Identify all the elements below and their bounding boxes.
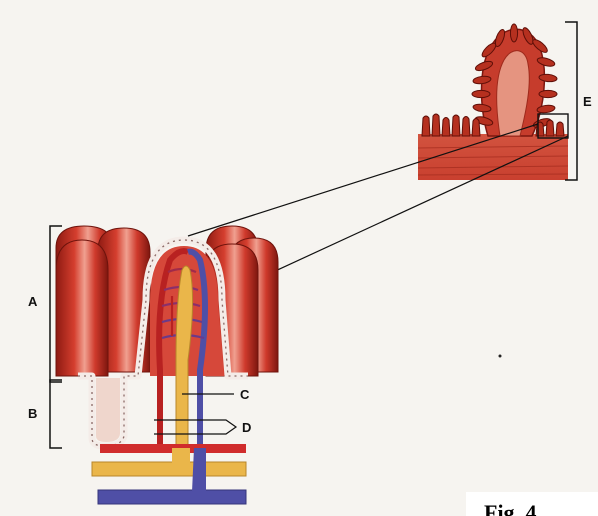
lymph-vessel xyxy=(92,462,246,476)
crypt-lumen xyxy=(96,378,120,442)
lymph-connector xyxy=(172,448,190,468)
vein-connector xyxy=(192,448,206,492)
label-b: B xyxy=(28,406,37,421)
vein-vessel xyxy=(98,490,246,504)
label-d: D xyxy=(242,420,251,435)
pointer-d xyxy=(154,420,236,434)
artery-connector xyxy=(156,444,164,448)
label-c: C xyxy=(240,387,250,402)
intestinal-fold-inset xyxy=(418,24,568,180)
bracket-b xyxy=(50,380,62,448)
speck xyxy=(499,355,502,358)
label-a: A xyxy=(28,294,38,309)
label-e: E xyxy=(583,94,592,109)
enlarged-villi xyxy=(56,226,278,504)
front-villus-left xyxy=(56,240,108,376)
submucosa-vessels xyxy=(92,444,246,504)
figure-caption: Fig. 4 xyxy=(484,500,537,516)
figure-caption-box: Fig. 4 xyxy=(466,492,598,516)
